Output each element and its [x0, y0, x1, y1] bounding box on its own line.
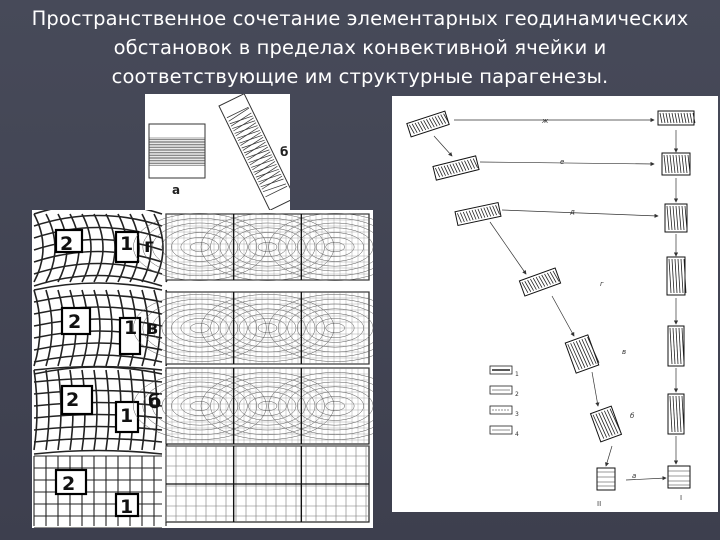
convective-cell-row-1	[133, 213, 373, 281]
arrow-label-b: б	[630, 412, 635, 420]
grid-row-3-cell-1: 1	[120, 405, 133, 427]
figure-b-label: б	[280, 145, 288, 159]
grid-row-4-labels: 2 1	[62, 473, 133, 518]
legend-label-3: 3	[515, 411, 519, 418]
block-d-right	[664, 203, 688, 233]
block-d-left	[454, 201, 502, 227]
grid-row-4-cell-2: 2	[62, 473, 75, 495]
diagram-arrow-3	[501, 209, 659, 218]
figure-ab-drawing: а б	[148, 94, 290, 210]
convective-cell-row-3	[133, 367, 373, 445]
legend-label-1: 1	[515, 371, 519, 378]
slide-title: Пространственное сочетание элементарных …	[0, 4, 720, 91]
grid-row-2-cell-2: 2	[68, 311, 81, 333]
grid-row-3-label: б	[148, 391, 161, 413]
block-a-right	[667, 465, 691, 489]
figure-a-striped-block	[148, 123, 206, 179]
title-line-3: соответствующие им структурные парагенез…	[111, 65, 609, 88]
figure-b-rotated-block	[218, 94, 290, 210]
diagram-arrow-6	[591, 371, 600, 407]
bottom-label-right: I	[680, 494, 682, 502]
block-b-right	[667, 393, 685, 435]
block-a-left	[596, 467, 616, 491]
grid-row-2-labels: 2 1 в	[68, 311, 158, 339]
arrow-label-zh: ж	[541, 117, 549, 125]
grid-row-3-cell-2: 2	[66, 389, 79, 411]
arrow-label-d: д	[569, 208, 575, 216]
grid-row-4-cell-1: 1	[120, 496, 133, 518]
block-zh-right	[657, 110, 696, 126]
diagram-arrow-labels: ж е д г в б а	[541, 117, 636, 480]
grid-row-1-cell-2: 2	[60, 233, 73, 255]
convective-cell-row-4	[165, 445, 370, 523]
grid-row-2-label: в	[146, 317, 158, 339]
arrow-label-v: в	[622, 348, 626, 356]
convective-cell-column	[133, 213, 373, 523]
diagram-arrow-15	[433, 135, 453, 157]
legend-label-4: 4	[515, 431, 519, 438]
arrow-label-a: а	[632, 472, 636, 480]
figure-ab-panel: а б	[145, 94, 290, 210]
grid-row-2-cell-1: 1	[124, 317, 137, 339]
diagram-arrow-2	[479, 161, 655, 167]
block-v-left	[564, 334, 600, 374]
title-line-1: Пространственное сочетание элементарных …	[31, 7, 689, 30]
grid-row-3-labels: 2 1 б	[66, 389, 161, 427]
block-b-left	[589, 405, 623, 443]
diagram-arrow-8	[625, 476, 667, 481]
figure-diagram-drawing: ж е д г в б а 1 2 3 4 II I	[406, 110, 696, 508]
figure-grids-panel: 2 1 г 2 1 в 2 1 б 2 1	[32, 210, 373, 528]
block-g-right	[666, 256, 687, 296]
convective-cell-row-2	[133, 291, 373, 365]
deformed-grid-4	[33, 455, 167, 528]
block-e-right	[661, 152, 691, 176]
diagram-arrow-7	[604, 445, 613, 467]
diagram-blocks	[406, 110, 696, 491]
arrow-label-e: е	[560, 158, 564, 166]
diagram-legend: 1 2 3 4	[489, 365, 519, 438]
legend-label-2: 2	[515, 391, 519, 398]
figure-a-label: а	[172, 183, 180, 197]
diagram-arrows	[433, 117, 679, 481]
block-v-right	[667, 325, 685, 367]
grid-row-1-label: г	[144, 235, 154, 257]
figure-diagram-panel: ж е д г в б а 1 2 3 4 II I	[392, 96, 718, 512]
figure-grids-drawing: 2 1 г 2 1 в 2 1 б 2 1	[33, 210, 373, 528]
deformed-grid-column	[33, 210, 176, 528]
block-zh-left	[406, 110, 450, 138]
diagram-arrow-4	[489, 221, 527, 275]
grid-row-1-labels: 2 1 г	[60, 233, 154, 257]
bottom-label-left: II	[597, 500, 601, 508]
title-line-2: обстановок в пределах конвективной ячейк…	[113, 36, 607, 59]
diagram-arrow-5	[551, 295, 575, 337]
block-g-left	[518, 267, 562, 297]
grid-row-1-cell-1: 1	[120, 233, 133, 255]
deformed-grid-2	[33, 282, 173, 375]
arrow-label-g: г	[600, 280, 604, 288]
block-e-left	[432, 155, 480, 181]
